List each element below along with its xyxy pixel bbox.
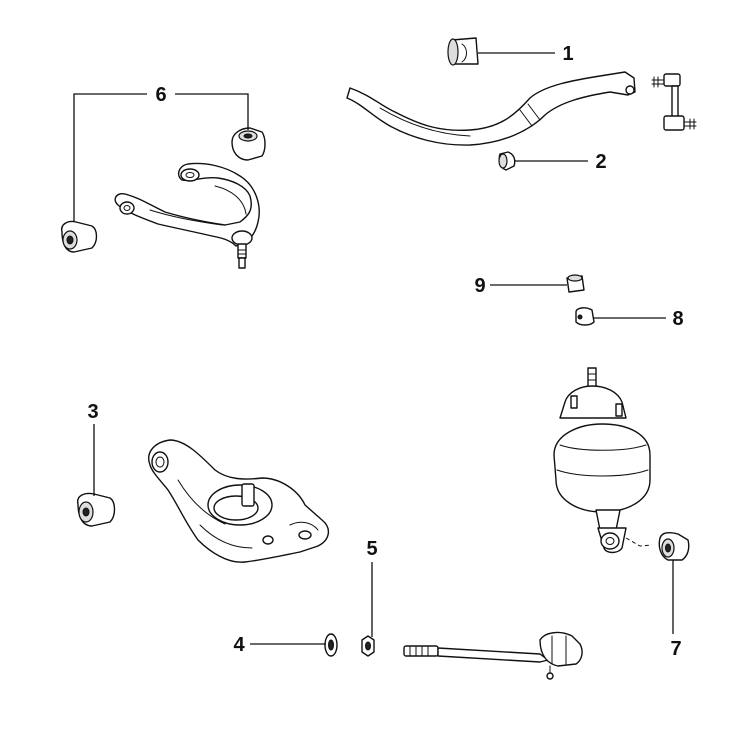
callout-3: 3 (87, 401, 98, 423)
small-bushing-8 (575, 307, 595, 326)
small-bushing-9 (566, 274, 585, 293)
washer (324, 633, 338, 657)
stabilizer-bar (346, 71, 636, 146)
callout-9: 9 (474, 275, 485, 297)
lower-control-arm (148, 439, 329, 563)
callout-6: 6 (155, 84, 166, 106)
upper-arm-bushing-right (231, 127, 266, 161)
callout-4: 4 (233, 634, 245, 656)
callout-7: 7 (670, 638, 681, 660)
callout-5: 5 (366, 538, 377, 560)
air-spring-strut (553, 367, 651, 554)
lower-arm-bushing (77, 492, 116, 527)
stabilizer-link (651, 73, 697, 131)
stabilizer-bushing (447, 37, 479, 66)
nut (361, 635, 375, 657)
dashed-assembly-line (625, 537, 653, 547)
strut-lower-bushing (658, 532, 690, 561)
callout-2: 2 (595, 151, 606, 173)
callout-8: 8 (672, 308, 683, 330)
upper-arm-bushing-left (61, 220, 98, 253)
stabilizer-small-bushing (498, 151, 516, 171)
upper-control-arm (114, 162, 260, 269)
leader-lines (73, 52, 674, 645)
strut-rod (403, 631, 583, 680)
callout-1: 1 (562, 43, 573, 65)
